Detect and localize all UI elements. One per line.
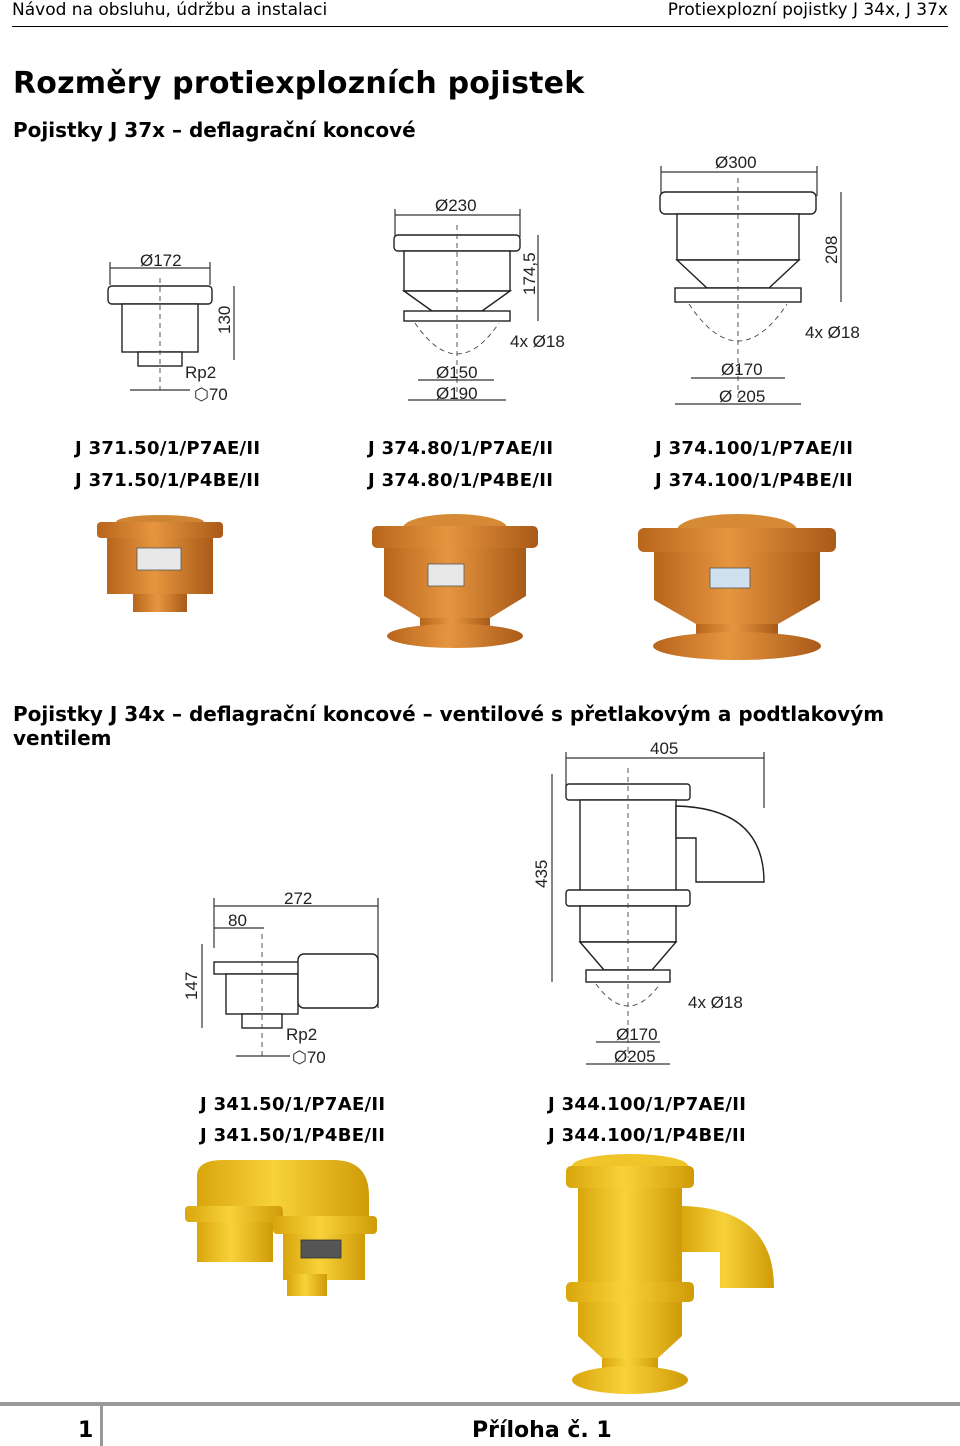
product-photo-j344 xyxy=(566,1154,774,1394)
dim-height: 130 xyxy=(215,306,234,334)
drawing-j344: 405 435 4x Ø18 Ø170 Ø205 xyxy=(532,739,765,1066)
product-photo-j374-100 xyxy=(638,514,836,660)
product-photo-j374-80 xyxy=(372,514,538,648)
dim-width: 272 xyxy=(284,889,312,908)
dim-top: Ø300 xyxy=(715,153,757,172)
drawing-j371: Ø172 130 Rp2 ⬡70 xyxy=(107,251,235,404)
dim-offset: 80 xyxy=(228,911,247,930)
product-code: J 374.80/1/P7AE/II xyxy=(368,438,554,459)
dim-height: 174,5 xyxy=(520,252,539,295)
dim-d1: Ø170 xyxy=(616,1025,658,1044)
product-code: J 371.50/1/P7AE/II xyxy=(75,438,261,459)
product-code: J 344.100/1/P7AE/II xyxy=(548,1094,747,1115)
dim-d2: Ø205 xyxy=(614,1047,656,1066)
drawing-j374-80: Ø230 174,5 4x Ø18 Ø150 Ø190 xyxy=(393,196,565,403)
product-photo-j371 xyxy=(97,515,223,612)
product-code: J 344.100/1/P4BE/II xyxy=(548,1125,747,1146)
section2-heading: Pojistky J 34x – deflagrační koncové – v… xyxy=(13,702,885,750)
dim-holes: 4x Ø18 xyxy=(510,332,565,351)
dim-top: Ø230 xyxy=(435,196,477,215)
product-photo-j341 xyxy=(185,1160,377,1296)
dim-height: 208 xyxy=(822,236,841,264)
dim-hex: ⬡70 xyxy=(292,1048,326,1067)
product-code: J 374.100/1/P7AE/II xyxy=(655,438,854,459)
header-left: Návod na obsluhu, údržbu a instalaci xyxy=(12,0,328,20)
product-code: J 341.50/1/P7AE/II xyxy=(200,1094,386,1115)
page-title: Rozměry protiexplozních pojistek xyxy=(13,66,585,101)
dim-top: Ø172 xyxy=(140,251,182,270)
dim-holes: 4x Ø18 xyxy=(688,993,743,1012)
dim-width: 405 xyxy=(650,739,678,758)
header-right: Protiexplozní pojistky J 34x, J 37x xyxy=(667,0,948,20)
page-footer: 1 Příloha č. 1 xyxy=(0,1402,960,1446)
dim-holes: 4x Ø18 xyxy=(805,323,860,342)
dim-thread: Rp2 xyxy=(185,363,216,382)
page-header: Návod na obsluhu, údržbu a instalaci Pro… xyxy=(12,0,948,27)
section1-heading: Pojistky J 37x – deflagrační koncové xyxy=(13,118,416,142)
dim-thread: Rp2 xyxy=(286,1025,317,1044)
page-number: 1 xyxy=(78,1418,94,1443)
product-code: J 371.50/1/P4BE/II xyxy=(75,470,261,491)
dim-hex: ⬡70 xyxy=(194,385,228,404)
dim-d1: Ø170 xyxy=(721,360,763,379)
dim-height: 147 xyxy=(182,972,201,1000)
dim-d2: Ø 205 xyxy=(719,387,765,406)
dim-d1: Ø150 xyxy=(436,363,478,382)
footer-divider xyxy=(100,1406,103,1446)
attachment-label: Příloha č. 1 xyxy=(472,1418,612,1443)
drawing-j341: 272 80 147 Rp2 ⬡70 xyxy=(182,889,379,1067)
drawing-j374-100: Ø300 208 4x Ø18 Ø170 Ø 205 xyxy=(659,153,860,406)
product-code: J 341.50/1/P4BE/II xyxy=(200,1125,386,1146)
product-code: J 374.100/1/P4BE/II xyxy=(655,470,854,491)
product-code: J 374.80/1/P4BE/II xyxy=(368,470,554,491)
dim-d2: Ø190 xyxy=(436,384,478,403)
dim-height: 435 xyxy=(532,860,551,888)
